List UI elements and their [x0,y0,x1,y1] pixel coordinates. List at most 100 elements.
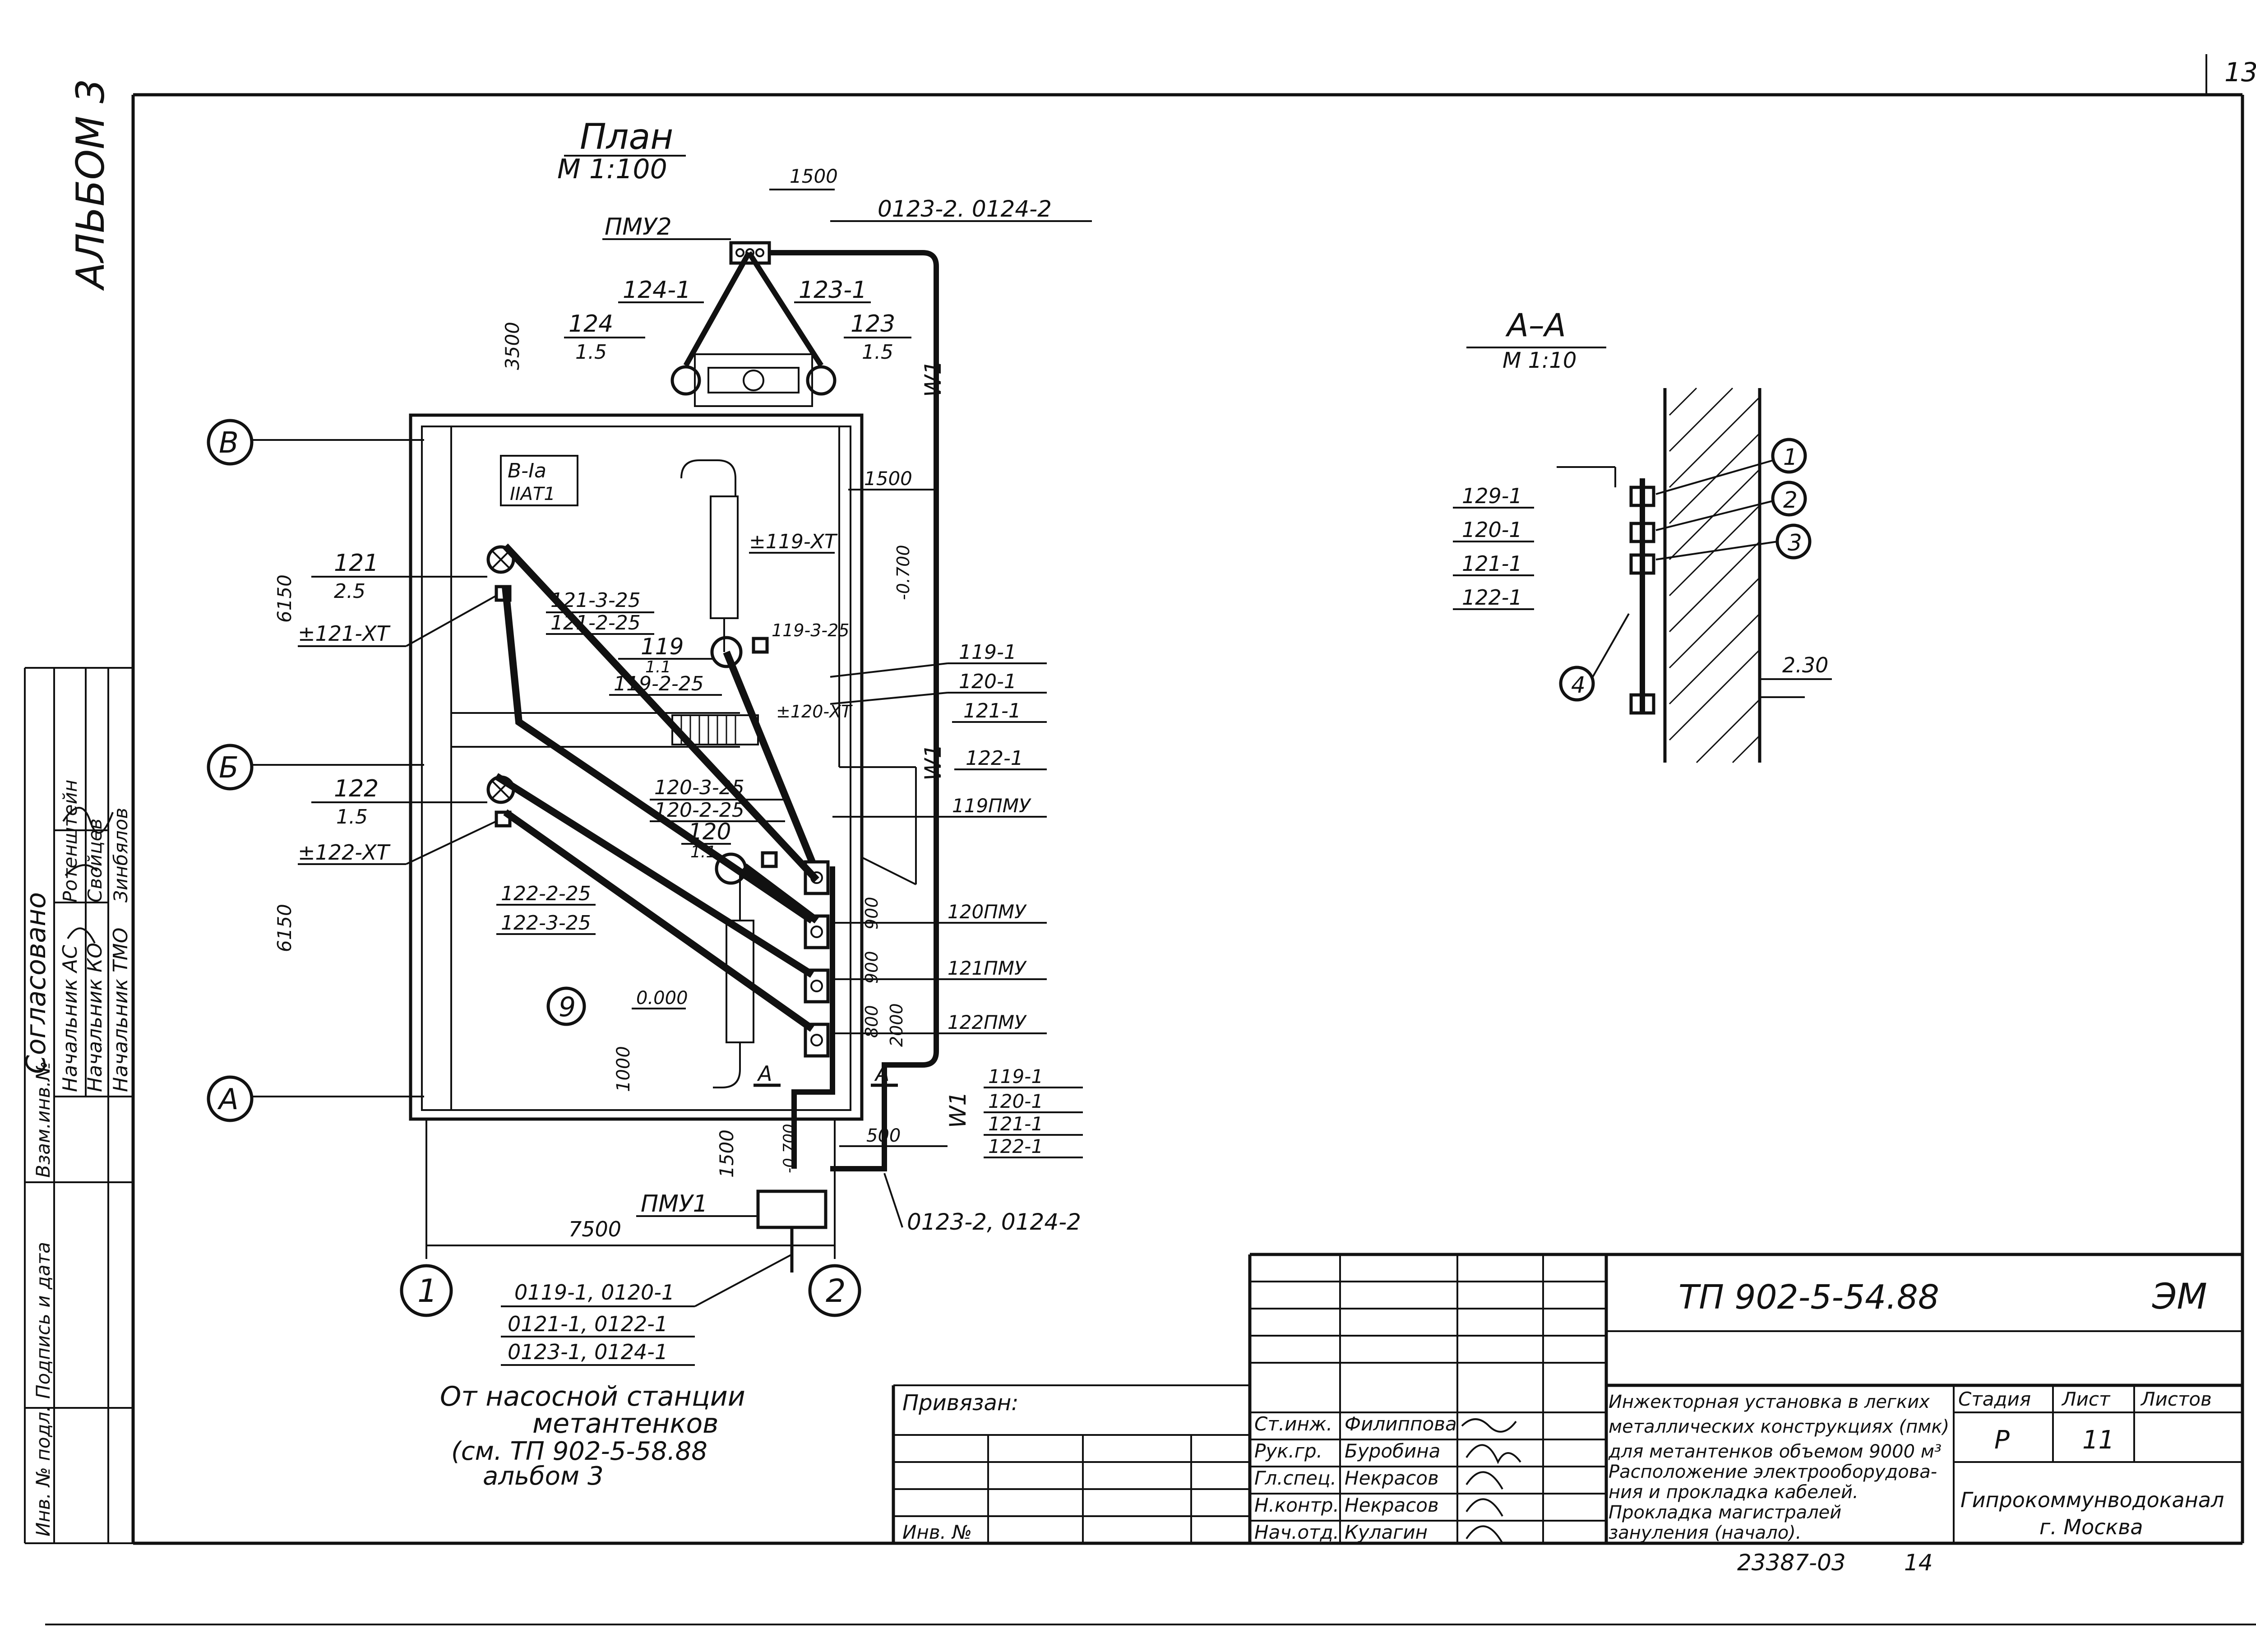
axis-label-a: А [217,1083,239,1116]
cable-121-1: 121-1 [963,699,1021,722]
name-3: Некрасов [1345,1467,1439,1489]
inv-label: Инв. № [902,1521,972,1543]
cable-119-3: 119-3-25 [772,620,849,640]
cable-121: 121 [334,550,379,577]
stamp-sign: Подпись и дата [32,1242,54,1399]
tank-pipework [680,459,754,1088]
cable-121-xt: ±121-ХТ [298,621,391,646]
dim-800: 800 [862,1005,882,1038]
title-block-grid [892,1253,2242,1543]
name-5: Кулагин [1345,1521,1428,1543]
note-line-1: От насосной станции [440,1381,745,1412]
level-minus-07-bot: -0.700 [780,1124,798,1173]
axis-label-b: Б [219,751,239,785]
dim-1500-right: 1500 [864,467,912,490]
sheet-title-1: Расположение электрооборудова- [1609,1462,1937,1482]
cable-120-3: 120-3-25 [654,776,744,799]
cable-120-2: 120-2-25 [654,799,744,822]
org-line-1: Гипрокоммунводоканал [1960,1488,2224,1512]
level-230: 2.30 [1782,653,1828,677]
cable-123-1: 123-1 [799,277,867,304]
axis-label-1: 1 [417,1273,438,1310]
callout-3: 3 [1788,530,1802,556]
cable-123-value: 1.5 [862,341,893,364]
cable-120-1: 120-1 [959,670,1017,693]
dim-1500-bot: 1500 [716,1129,738,1178]
level-zero: 0.000 [636,988,688,1009]
cable-runs [494,241,939,1273]
approval-role-1: Начальник АС [59,945,82,1092]
w1-top: W1 [920,361,946,397]
note-line-3: (см. ТП 902-5-58.88 [451,1437,707,1466]
name-1: Филиппова [1345,1413,1457,1435]
approval-stamp [24,667,133,1544]
sheets-header: Листов [2140,1388,2212,1410]
cable-124-1: 124-1 [623,277,691,304]
cable-122-pmu: 122ПМУ [948,1011,1027,1033]
section-callouts [1559,438,1812,702]
section-list-1: 129-1 [1462,484,1522,508]
pump-cable-2: 0121-1, 0122-1 [508,1312,668,1336]
cable-119-pmu: 119ПМУ [952,795,1031,817]
dim-6150-bot: 6150 [273,904,296,952]
album-label: АЛЬБОМ 3 [68,79,113,291]
approval-signature [62,807,114,944]
section-list-3: 121-1 [1462,551,1522,576]
cable-119: 119 [641,634,684,660]
dim-1500-top: 1500 [790,165,838,187]
motor-symbols [486,545,778,885]
terminal-boxes [804,860,830,1058]
level-minus-07: -0.700 [893,545,913,601]
building-outline [409,413,917,1121]
dim-900-a: 900 [862,897,882,930]
project-title-1: Инжекторная установка в легких [1609,1392,1930,1412]
plan-title: План [580,117,673,157]
role-5: Нач.отд. [1254,1521,1339,1543]
approval-name-3: Зинбялов [110,808,132,902]
w1-bot: W1 [945,1092,971,1128]
cable-124: 124 [569,310,613,338]
project-title-3: для метантенков объемом 9000 м³ [1608,1441,1942,1462]
note-line-4: альбом 3 [483,1462,604,1491]
cable-122-3: 122-3-25 [501,912,591,935]
cable-top-right: 0123-2. 0124-2 [878,196,1052,222]
callout-1: 1 [1783,444,1798,470]
org-line-2: г. Москва [2039,1515,2143,1539]
stage-value: Р [1994,1425,2010,1455]
cable-120-pmu: 120ПМУ [948,901,1027,923]
cable-122-xt: ±122-ХТ [298,840,391,865]
section-wall [1557,387,1761,764]
dim-7500: 7500 [569,1217,621,1241]
cable-bottom-right: 0123-2, 0124-2 [907,1209,1081,1235]
sheet-header: Лист [2061,1388,2111,1410]
dim-3500: 3500 [501,322,523,370]
order-number: 23387-03 [1737,1550,1846,1576]
cable-120-value: 1.1 [690,843,716,861]
stage-header: Стадия [1958,1388,2031,1410]
sheet-title-3: Прокладка магистралей [1609,1502,1841,1523]
pmu2-label: ПМУ2 [605,213,672,241]
list-bot-3: 121-1 [988,1113,1043,1135]
cable-124-value: 1.5 [575,341,607,364]
list-bot-1: 119-1 [988,1065,1043,1087]
pump-cable-1: 0119-1, 0120-1 [514,1280,675,1305]
cable-120: 120 [688,819,731,845]
callout-4: 4 [1571,672,1586,698]
room-code: IIАТ1 [510,484,555,504]
cable-120-xt: ±120-ХТ [776,702,853,722]
cable-119-xt: ±119-ХТ [749,530,838,553]
approval-role-3: Начальник ТМО [109,928,132,1092]
sheet-frame [45,54,2256,1625]
project-title-2: металлических конструкциях (пмк) [1609,1416,1949,1437]
cable-121-value: 2.5 [334,580,365,603]
section-list-4: 122-1 [1462,585,1522,610]
section-scale: М 1:10 [1502,348,1576,373]
note-line-2: метантенков [532,1408,719,1439]
section-title: А–А [1505,307,1566,344]
room-class: В-Iа [508,459,546,482]
cable-122-2: 122-2-25 [501,882,591,905]
cable-121-pmu: 121ПМУ [948,957,1027,979]
stamp-inv: Инв. № подл. [32,1406,54,1536]
approval-role-2: Начальник КО [83,943,106,1092]
